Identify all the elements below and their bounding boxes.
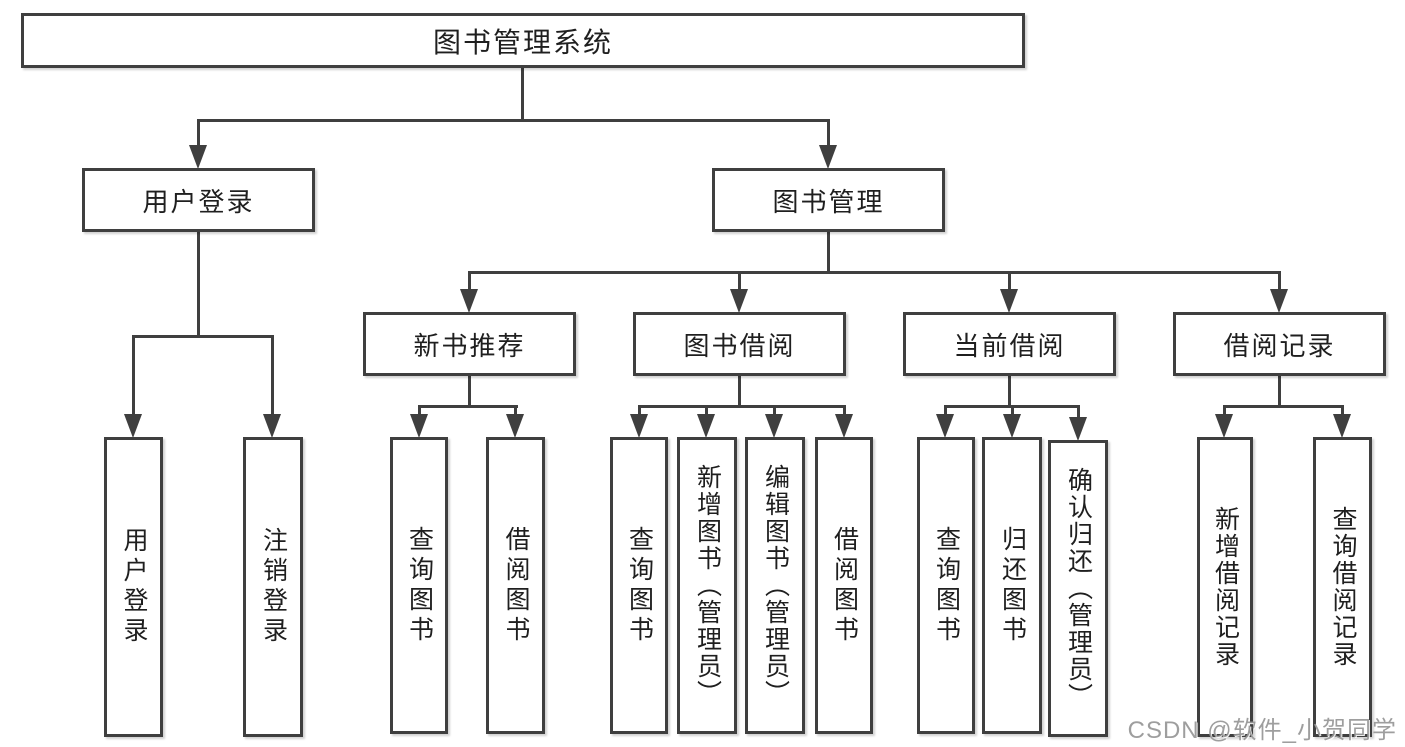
leaf-logout-label: 注销登录 (259, 527, 288, 647)
connector-current-borrowing-stem (1008, 376, 1011, 408)
arrow-to-leaf-user-login (124, 414, 142, 438)
leaf-add-borrow-record-label: 新增借阅记录 (1211, 506, 1240, 668)
connector-drop-leaf-logout (271, 335, 274, 415)
connector-level2-bus (197, 119, 830, 122)
connector-borrowing-records-stem (1278, 376, 1281, 408)
arrow-to-br-add (1215, 414, 1233, 438)
connector-new-book-bus (418, 405, 518, 408)
node-borrowing-records-label: 借阅记录 (1223, 330, 1336, 361)
arrow-to-cb-return (1003, 414, 1021, 438)
connector-book-borrowing-stem (738, 376, 741, 408)
arrow-to-cb-confirm (1069, 417, 1087, 441)
connector-drop-bb-borrow (843, 405, 846, 417)
connector-drop-user-login (197, 119, 200, 149)
connector-drop-new-book (468, 271, 471, 289)
arrow-to-br-query (1333, 414, 1351, 438)
node-root-system: 图书管理系统 (21, 13, 1025, 68)
node-book-borrowing-label: 图书借阅 (683, 330, 796, 361)
leaf-add-books-admin-label: 新增图书（管理员） (693, 464, 722, 707)
connector-book-borrowing-bus (638, 405, 846, 408)
node-user-login-branch-label: 用户登录 (142, 186, 255, 217)
arrow-to-cb-query (936, 414, 954, 438)
leaf-edit-books-admin: 编辑图书（管理员） (745, 437, 805, 734)
connector-drop-cb-query (944, 405, 947, 417)
arrow-to-bb-query (630, 414, 648, 438)
node-book-management-branch: 图书管理 (712, 168, 945, 232)
connector-drop-bb-query (638, 405, 641, 417)
connector-level3-bus (468, 271, 1281, 274)
connector-drop-bb-edit (773, 405, 776, 417)
connector-root-stem (521, 68, 524, 122)
node-user-login-branch: 用户登录 (82, 168, 315, 232)
connector-drop-cb-return (1011, 405, 1014, 417)
leaf-recommend-borrow-books-label: 借阅图书 (502, 525, 530, 646)
connector-drop-br-query (1341, 405, 1344, 417)
node-new-book-recommendation: 新书推荐 (363, 312, 576, 376)
connector-borrowing-records-bus (1223, 405, 1343, 408)
leaf-confirm-return-admin: 确认归还（管理员） (1048, 440, 1108, 737)
leaf-add-books-admin: 新增图书（管理员） (677, 437, 737, 734)
connector-drop-book-borrowing (738, 271, 741, 289)
arrow-to-bb-borrow (835, 414, 853, 438)
leaf-user-login-label: 用户登录 (120, 527, 148, 647)
connector-drop-nb-borrow (514, 405, 517, 417)
leaf-recommend-borrow-books: 借阅图书 (486, 437, 545, 734)
connector-user-login-stem (197, 232, 200, 338)
connector-book-mgmt-stem (827, 232, 830, 274)
leaf-return-books-label: 归还图书 (998, 525, 1027, 646)
leaf-edit-books-admin-label: 编辑图书（管理员） (761, 464, 790, 707)
node-borrowing-records: 借阅记录 (1173, 312, 1386, 376)
connector-drop-br-add (1223, 405, 1226, 417)
arrow-to-new-book (460, 289, 478, 313)
leaf-query-borrow-record-label: 查询借阅记录 (1329, 506, 1357, 668)
arrow-to-current-borrowing (1000, 289, 1018, 313)
csdn-watermark: CSDN @软件_小贺同学 (1127, 717, 1397, 744)
arrow-to-bb-add (697, 414, 715, 438)
arrow-to-bb-edit (765, 414, 783, 438)
leaf-query-borrow-record: 查询借阅记录 (1313, 437, 1372, 737)
node-current-borrowing: 当前借阅 (903, 312, 1116, 376)
leaf-borrowing-borrow-books: 借阅图书 (815, 437, 873, 734)
arrow-to-nb-query (410, 414, 428, 438)
leaf-logout: 注销登录 (243, 437, 303, 737)
leaf-add-borrow-record: 新增借阅记录 (1197, 437, 1253, 737)
connector-drop-current-borrowing (1008, 271, 1011, 289)
node-root-system-label: 图书管理系统 (432, 26, 613, 58)
connector-drop-nb-query (418, 405, 421, 417)
connector-drop-bb-add (705, 405, 708, 417)
leaf-recommend-query-books-label: 查询图书 (405, 525, 434, 646)
node-book-management-branch-label: 图书管理 (772, 186, 885, 217)
node-new-book-recommendation-label: 新书推荐 (413, 330, 526, 361)
leaf-return-books: 归还图书 (982, 437, 1042, 734)
leaf-borrowing-borrow-books-label: 借阅图书 (830, 525, 859, 646)
arrow-to-user-login (189, 145, 207, 169)
connector-new-book-stem (468, 376, 471, 408)
leaf-current-query-books-label: 查询图书 (932, 525, 961, 646)
arrow-to-leaf-logout (263, 414, 281, 438)
leaf-confirm-return-admin-label: 确认归还（管理员） (1064, 467, 1093, 710)
arrow-to-book-management (819, 145, 837, 169)
connector-drop-book-management (827, 119, 830, 149)
leaf-current-query-books: 查询图书 (917, 437, 975, 734)
connector-user-login-bus (132, 335, 274, 338)
connector-drop-cb-confirm (1077, 405, 1080, 420)
arrow-to-borrowing-records (1270, 289, 1288, 313)
leaf-borrowing-query-books-label: 查询图书 (625, 525, 654, 646)
arrow-to-nb-borrow (506, 414, 524, 438)
leaf-borrowing-query-books: 查询图书 (610, 437, 668, 734)
arrow-to-book-borrowing (730, 289, 748, 313)
leaf-recommend-query-books: 查询图书 (390, 437, 448, 734)
node-book-borrowing: 图书借阅 (633, 312, 846, 376)
connector-drop-leaf-user-login (132, 335, 135, 415)
node-current-borrowing-label: 当前借阅 (953, 330, 1066, 361)
connector-drop-borrowing-records (1278, 271, 1281, 289)
leaf-user-login: 用户登录 (104, 437, 163, 737)
